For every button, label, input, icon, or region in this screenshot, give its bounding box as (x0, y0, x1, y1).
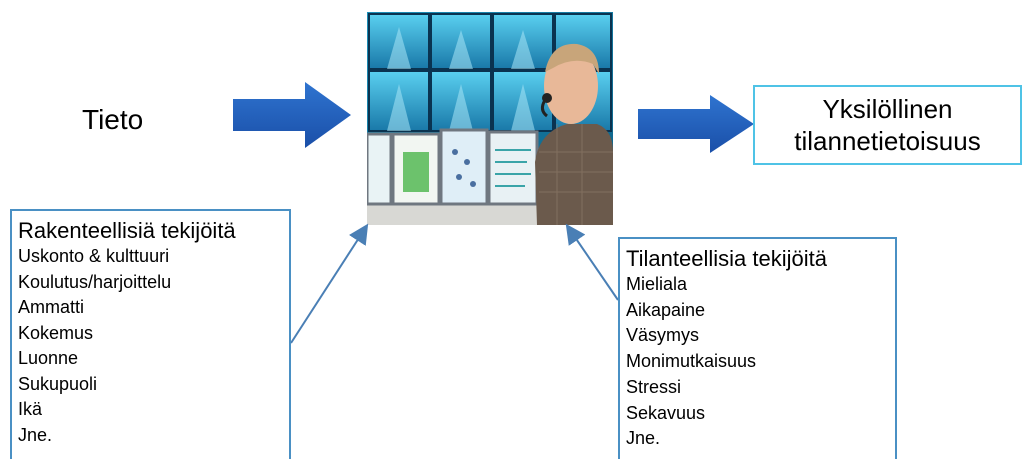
list-item: Monimutkaisuus (626, 351, 757, 372)
list-item: Jne. (18, 424, 53, 445)
list-item: Ikä (18, 399, 43, 419)
list-item: Jne. (626, 428, 661, 449)
list-item: Mieliala (626, 274, 688, 294)
arrow-right-icon (638, 95, 754, 153)
situational-factors-title: Tilanteellisia tekijöitä (626, 246, 827, 271)
list-item: Sekavuus (626, 402, 706, 423)
structural-factors-title: Rakenteellisiä tekijöitä (18, 218, 236, 243)
structural-factors-box: Rakenteellisiä tekijöitä Uskonto & kultt… (10, 209, 291, 459)
list-item: Aikapaine (626, 299, 706, 320)
list-item: Stressi (626, 376, 682, 397)
list-item: Luonne (18, 348, 79, 368)
outcome-line-1: Yksilöllinen (822, 94, 953, 124)
list-item: Ammatti (18, 297, 85, 317)
control-room-operator-photo (367, 12, 613, 225)
outcome-box: Yksilöllinen tilannetietoisuus (753, 85, 1022, 165)
outcome-line-2: tilannetietoisuus (794, 126, 981, 156)
situational-connector-arrow (565, 223, 619, 301)
list-item: Sukupuoli (18, 373, 98, 394)
list-item: Koulutus/harjoittelu (18, 271, 172, 292)
list-item: Kokemus (18, 322, 94, 343)
list-item: Väsymys (626, 325, 700, 346)
input-label: Tieto (82, 104, 144, 135)
situational-factors-box: Tilanteellisia tekijöitä Mieliala Aikapa… (618, 237, 897, 459)
list-item: Uskonto & kulttuuri (18, 246, 170, 266)
structural-connector-arrow (290, 223, 369, 344)
arrow-right-icon (233, 82, 351, 148)
